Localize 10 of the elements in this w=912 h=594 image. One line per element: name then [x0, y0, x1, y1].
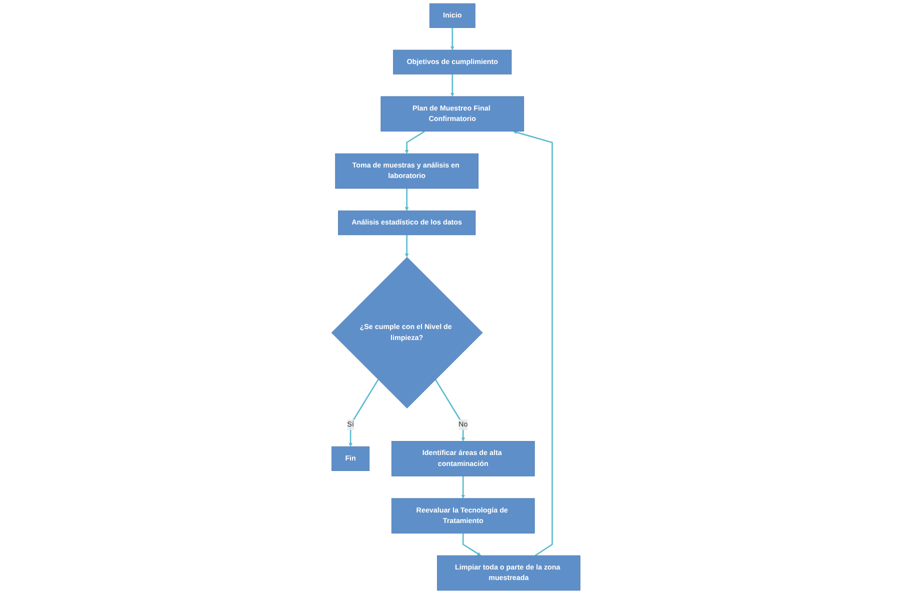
arrow: [461, 476, 466, 499]
arrow: [513, 130, 554, 556]
arrow: [348, 379, 379, 447]
arrow: [435, 379, 466, 442]
arrow: [450, 28, 454, 50]
arrow: [462, 533, 482, 556]
arrow: [450, 74, 454, 97]
arrow: [405, 130, 426, 154]
arrow: [405, 188, 409, 211]
arrow: [405, 234, 409, 258]
